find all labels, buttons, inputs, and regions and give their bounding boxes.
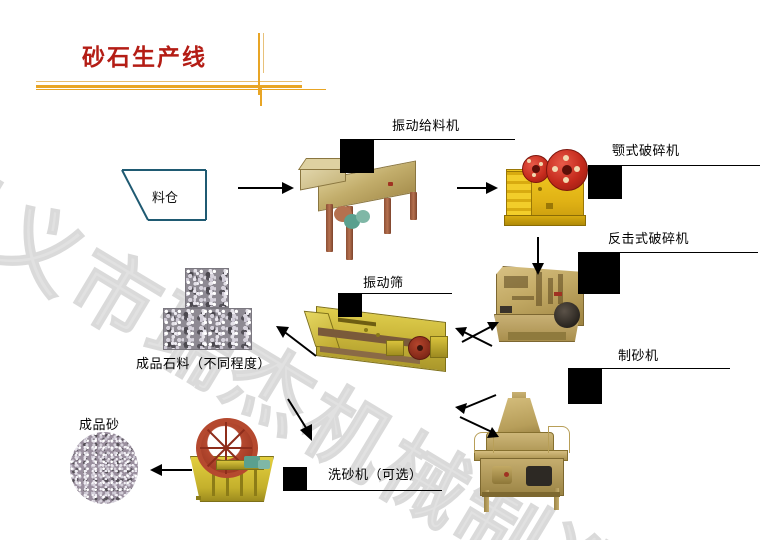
leader-feeder-horizontal (372, 139, 515, 140)
finished-sand-icon (70, 432, 138, 504)
leader-sandmaker-horizontal (600, 368, 730, 369)
jaw-crusher-label: 颚式破碎机 (612, 144, 680, 159)
vibrating-screen-label: 振动筛 (363, 276, 404, 291)
impact-crusher-label: 反击式破碎机 (608, 232, 690, 247)
leader-impact-diagonal (578, 252, 620, 294)
leader-washer-diagonal (283, 467, 307, 491)
title-rule-long (36, 89, 326, 90)
title-rule-thick (36, 85, 302, 88)
sand-washer-label: 洗砂机（可选） (328, 468, 423, 483)
jaw-crusher-icon (500, 145, 600, 240)
finished-sand-label: 成品砂 (79, 418, 120, 433)
aggregate-swatch-right (207, 308, 252, 350)
leader-washer-horizontal (305, 490, 442, 491)
leader-screen-diagonal (338, 293, 362, 317)
leader-jaw-diagonal (588, 165, 622, 199)
arrow-screen-to-washer (287, 398, 312, 441)
title-tick-lower (260, 88, 262, 106)
vibrating-screen-icon (303, 300, 462, 410)
finished-stone-label: 成品石料（不同程度） (136, 357, 272, 372)
title-block: 砂石生产线 (0, 0, 340, 115)
leader-sandmaker-diagonal (568, 368, 602, 404)
sand-maker-label: 制砂机 (618, 349, 659, 364)
arrow-feeder-to-jaw (457, 182, 498, 194)
hopper-label: 料仓 (152, 191, 179, 206)
arrow-screen-sandmaker-double (455, 394, 499, 438)
arrow-impact-screen-double (455, 322, 499, 347)
sand-making-machine-icon (470, 392, 600, 517)
vibrating-feeder-label: 振动给料机 (392, 119, 460, 134)
sand-washer-icon (182, 412, 292, 520)
leader-jaw-horizontal (620, 165, 760, 166)
title-rule-thin (36, 81, 302, 82)
title-tick-primary (258, 33, 260, 95)
arrow-washer-to-sand (150, 464, 192, 476)
aggregate-swatch-top (185, 268, 229, 308)
arrow-hopper-to-feeder (238, 182, 294, 194)
arrow-screen-to-stone (276, 326, 317, 357)
leader-impact-horizontal (618, 252, 758, 253)
title-tick-secondary (263, 33, 264, 73)
leader-feeder-diagonal (340, 139, 374, 173)
vibrating-feeder-icon (297, 148, 450, 278)
hopper-icon (121, 169, 207, 221)
aggregate-swatch-left (163, 308, 208, 350)
arrow-jaw-to-impact (532, 237, 544, 275)
leader-screen-horizontal (360, 293, 452, 294)
page-title: 砂石生产线 (82, 45, 207, 71)
